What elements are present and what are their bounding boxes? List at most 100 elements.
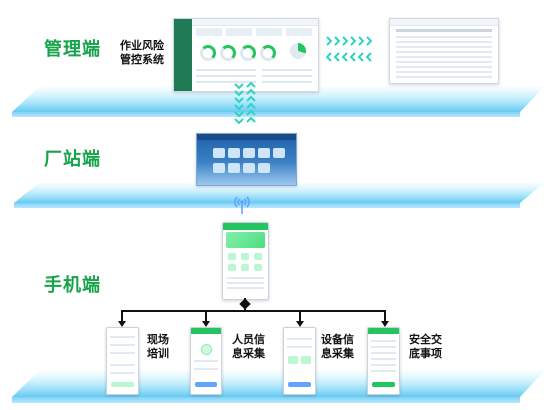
tree-arrow bbox=[296, 321, 304, 327]
dashboard-donut bbox=[220, 45, 236, 61]
management-platform bbox=[12, 86, 545, 117]
mobile-icon-tile bbox=[254, 253, 262, 260]
station-tile bbox=[228, 163, 240, 173]
phone-line bbox=[194, 360, 218, 362]
management-tier-label: 管理端 bbox=[44, 39, 101, 60]
system-name-line1: 作业风险 bbox=[120, 39, 164, 52]
phone-line bbox=[110, 352, 135, 354]
table-row bbox=[396, 71, 492, 73]
feature-label-equipment: 设备信 息采集 bbox=[321, 333, 354, 361]
feature-label-safety-line1: 安全交 bbox=[409, 333, 442, 346]
station-tier-label: 厂站端 bbox=[44, 149, 101, 170]
signal-tower-icon bbox=[234, 196, 250, 214]
dashboard-line bbox=[196, 75, 256, 77]
dashboard-line bbox=[196, 69, 256, 71]
management-dashboard-thumbnail bbox=[173, 18, 319, 92]
dashboard-donut bbox=[200, 45, 216, 61]
phone-header bbox=[191, 328, 221, 334]
phone-line bbox=[287, 338, 312, 340]
phone-tile bbox=[301, 356, 311, 364]
feature-label-safety: 安全交 底事项 bbox=[409, 333, 442, 361]
station-platform bbox=[14, 182, 545, 208]
mobile-app-thumbnail bbox=[222, 222, 269, 300]
chevron-right-icon bbox=[326, 36, 373, 46]
station-tile bbox=[213, 163, 225, 173]
table-row bbox=[396, 61, 492, 63]
station-tile bbox=[258, 148, 270, 158]
mobile-list-line bbox=[227, 287, 264, 289]
feature-phone-equipment bbox=[283, 327, 316, 395]
mobile-icon-tile bbox=[228, 264, 236, 271]
mobile-icon-tile bbox=[254, 264, 262, 271]
phone-line bbox=[110, 364, 135, 366]
phone-button bbox=[372, 382, 395, 387]
dashboard-card bbox=[196, 28, 222, 36]
station-tile bbox=[243, 148, 255, 158]
dashboard-pie bbox=[290, 43, 306, 59]
feature-label-safety-line2: 底事项 bbox=[409, 347, 442, 360]
dashboard-line bbox=[262, 69, 312, 71]
phone-line bbox=[371, 358, 396, 360]
dashboard-topbar bbox=[192, 19, 318, 26]
dashboard-card bbox=[256, 28, 282, 36]
phone-line bbox=[371, 346, 396, 348]
phone-line bbox=[194, 368, 218, 370]
dashboard-card bbox=[226, 28, 252, 36]
mobile-tier-label: 手机端 bbox=[44, 275, 101, 296]
phone-line bbox=[371, 364, 396, 366]
phone-line bbox=[110, 336, 135, 338]
mobile-platform bbox=[12, 370, 545, 403]
dashboard-line bbox=[196, 81, 256, 83]
station-tile bbox=[243, 163, 255, 173]
phone-line bbox=[287, 346, 312, 348]
station-tile bbox=[273, 148, 285, 158]
table-topbar bbox=[390, 19, 498, 26]
phone-button bbox=[111, 382, 134, 387]
feature-label-equipment-line2: 息采集 bbox=[321, 347, 354, 360]
dashboard-sidebar bbox=[174, 19, 192, 91]
phone-tile bbox=[288, 356, 298, 364]
feature-label-equipment-line1: 设备信 bbox=[321, 333, 354, 346]
phone-avatar bbox=[201, 344, 212, 355]
table-header-row bbox=[396, 29, 492, 32]
feature-label-personnel-line2: 息采集 bbox=[232, 347, 265, 360]
phone-button bbox=[195, 382, 217, 387]
feature-label-training: 现场 培训 bbox=[147, 333, 169, 361]
dashboard-donut bbox=[240, 45, 256, 61]
feature-phone-safety bbox=[367, 327, 400, 395]
system-name-line2: 管控系统 bbox=[120, 53, 164, 66]
feature-label-training-line2: 培训 bbox=[147, 347, 169, 360]
station-tile bbox=[228, 148, 240, 158]
chevron-down-icon bbox=[234, 82, 256, 125]
phone-header bbox=[368, 328, 399, 334]
mobile-banner bbox=[226, 232, 265, 248]
table-row bbox=[396, 56, 492, 58]
tree-bar bbox=[121, 310, 386, 312]
phone-line bbox=[371, 370, 396, 372]
phone-button bbox=[288, 382, 311, 387]
table-row bbox=[396, 46, 492, 48]
tree-arrow bbox=[202, 321, 210, 327]
phone-line bbox=[110, 372, 135, 374]
feature-phone-training bbox=[106, 327, 139, 395]
station-header bbox=[197, 134, 296, 140]
chevron-left-icon bbox=[326, 52, 372, 62]
feature-label-training-line1: 现场 bbox=[147, 333, 169, 346]
mobile-icon-tile bbox=[241, 264, 249, 271]
dashboard-line bbox=[262, 75, 312, 77]
feature-phone-personnel bbox=[190, 327, 222, 395]
mobile-list-line bbox=[227, 282, 264, 284]
system-name: 作业风险 管控系统 bbox=[120, 39, 164, 67]
tree-arrow bbox=[381, 321, 389, 327]
mobile-icon-tile bbox=[228, 253, 236, 260]
feature-label-personnel-line1: 人员信 bbox=[232, 333, 265, 346]
dashboard-card bbox=[286, 28, 312, 36]
tree-branch bbox=[205, 310, 207, 322]
tree-branch bbox=[384, 310, 386, 322]
tree-branch bbox=[299, 310, 301, 322]
dashboard-line bbox=[262, 81, 312, 83]
table-row bbox=[396, 66, 492, 68]
tree-arrow bbox=[118, 321, 126, 327]
table-row bbox=[396, 51, 492, 53]
